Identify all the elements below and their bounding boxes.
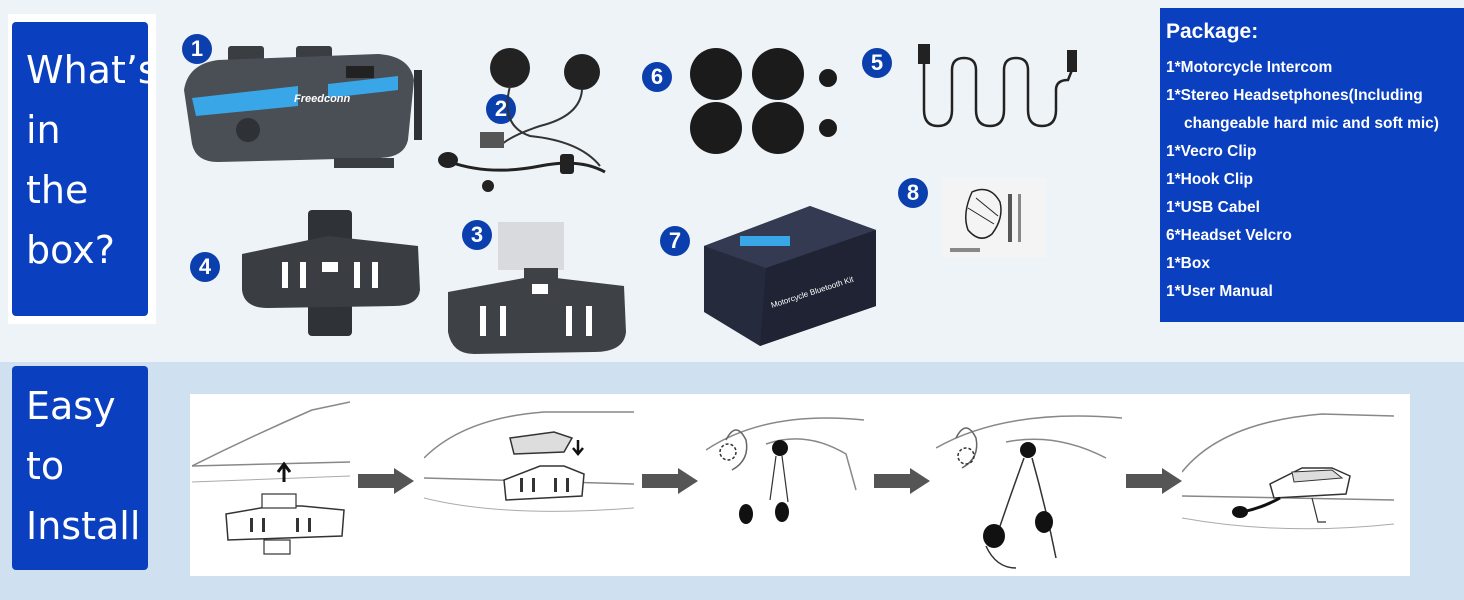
step-arrow-icon [642, 468, 698, 494]
item-number-badge: 1 [182, 34, 212, 64]
package-title: Package: [1166, 20, 1259, 43]
package-line: 1*Box [1166, 255, 1210, 272]
package-line: changeable hard mic and soft mic) [1184, 115, 1439, 132]
install-step-2-image [424, 408, 634, 538]
install-steps-strip [190, 394, 1410, 576]
item-number-badge: 7 [660, 226, 690, 256]
step-arrow-icon [358, 468, 414, 494]
package-line: 6*Headset Velcro [1166, 227, 1292, 244]
install-label-line: to [26, 444, 65, 488]
item-number-badge: 3 [462, 220, 492, 250]
install-step-4-image [936, 408, 1122, 572]
whats-in-the-box-label: What’s in the box? [12, 22, 158, 316]
intercom-brand-text: Freedconn [294, 93, 351, 105]
easy-to-install-label: Easy to Install [12, 366, 148, 570]
hook-clip-image [448, 222, 626, 354]
user-manual-image [942, 178, 1046, 258]
install-step-5-image [1182, 412, 1394, 544]
usb-cable-image [918, 44, 1077, 128]
box-label-line: What’s [26, 48, 158, 92]
item-number-badge: 5 [862, 48, 892, 78]
intercom-image: Freedconn [184, 46, 422, 168]
package-line: 1*Vecro Clip [1166, 143, 1257, 160]
step-arrow-icon [1126, 468, 1182, 494]
package-line: 1*Hook Clip [1166, 171, 1253, 188]
box-label-line: the [26, 168, 89, 212]
velcro-clip-image [242, 210, 420, 336]
install-label-line: Easy [26, 384, 116, 428]
step-arrow-icon [874, 468, 930, 494]
package-box-image: Motorcycle Bluetooth Kit [704, 206, 876, 346]
box-label-line: box? [26, 228, 115, 272]
install-step-1-image [192, 396, 350, 570]
box-label-line: in [26, 108, 61, 152]
item-number-badge: 2 [486, 94, 516, 124]
package-line: 1*Motorcycle Intercom [1166, 59, 1333, 76]
package-list-panel: Package: 1*Motorcycle Intercom 1*Stereo … [1160, 8, 1464, 322]
install-label-line: Install [26, 504, 141, 548]
item-number-badge: 6 [642, 62, 672, 92]
headset-image [438, 48, 606, 192]
package-line: 1*USB Cabel [1166, 199, 1260, 216]
item-number-badge: 8 [898, 178, 928, 208]
install-step-3-image [706, 410, 864, 536]
package-line: 1*Stereo Headsetphones(Including [1166, 87, 1423, 104]
headset-velcro-image [690, 48, 837, 154]
item-number-badge: 4 [190, 252, 220, 282]
package-line: 1*User Manual [1166, 283, 1273, 300]
